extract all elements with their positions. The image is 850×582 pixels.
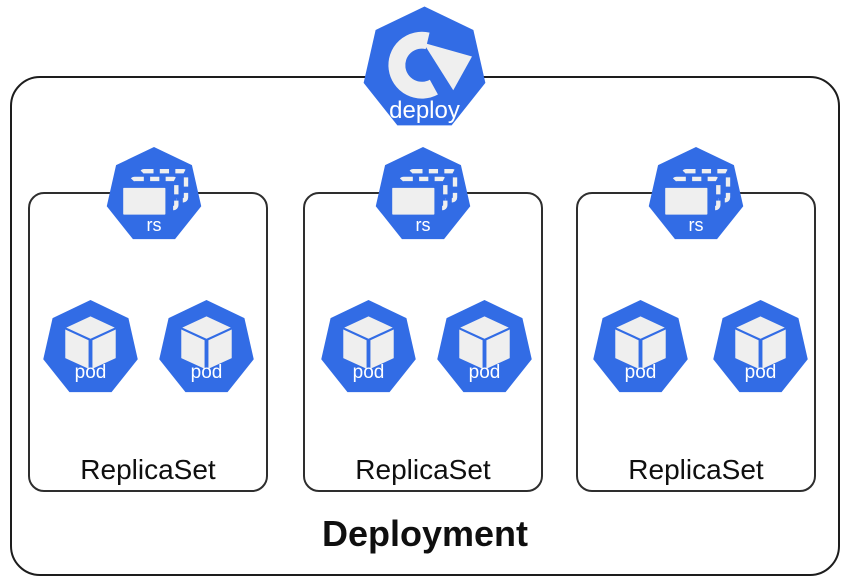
heptagon-shape [159,299,254,393]
replicaset-stacked-rects-icon [106,146,202,240]
replicaset-icon: rs [646,145,746,242]
pod-icon: pod [158,298,255,395]
deploy-icon-label: deploy [389,97,460,124]
rs-icon-label: rs [146,215,162,235]
heptagon-shape [593,299,688,393]
heptagon-shape [321,299,416,393]
replicaset-icon: rs [373,145,473,242]
pod-icon: pod [592,298,689,395]
replicaset-label: ReplicaSet [628,454,764,485]
pod-icon: pod [712,298,809,395]
pod-icon-label: pod [190,362,223,383]
replicaset-stacked-rects-icon [648,146,744,240]
replicaset-stacked-rects-icon [375,146,471,240]
heptagon-shape [363,6,486,126]
pod-icon: pod [42,298,139,395]
pod-icon-label: pod [744,362,777,383]
replicaset-label: ReplicaSet [355,454,491,485]
pod-icon-label: pod [468,362,501,383]
heptagon-shape [713,299,808,393]
pod-icon: pod [436,298,533,395]
pod-cube-icon [593,299,688,393]
pod-icon: pod [320,298,417,395]
deployment-label: Deployment [321,513,529,554]
deploy-cycle-arrow-icon [363,6,486,126]
replicaset-icon: rs [104,145,204,242]
heptagon-shape [437,299,532,393]
pod-cube-icon [159,299,254,393]
pod-cube-icon [713,299,808,393]
deploy-icon: deploy [362,3,487,130]
heptagon-shape [43,299,138,393]
rs-icon-label: rs [688,215,704,235]
replicaset-label: ReplicaSet [80,454,216,485]
pod-icon-label: pod [624,362,657,383]
pod-cube-icon [321,299,416,393]
pod-icon-label: pod [74,362,107,383]
pod-cube-icon [437,299,532,393]
pod-cube-icon [43,299,138,393]
rs-icon-label: rs [415,215,431,235]
pod-icon-label: pod [352,362,385,383]
